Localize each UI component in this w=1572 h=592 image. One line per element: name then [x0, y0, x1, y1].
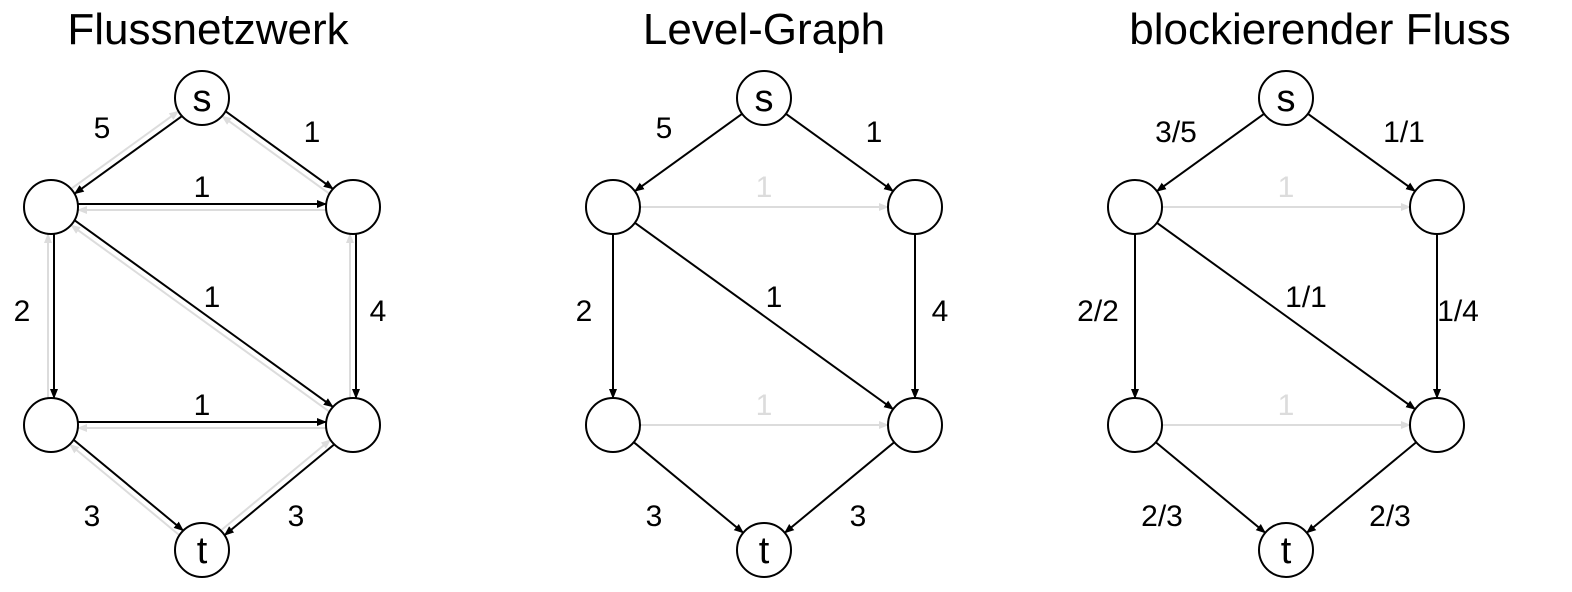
edge-label-a-d: 1/1 [1285, 281, 1327, 314]
edge-label-d-t: 3 [288, 500, 305, 533]
edge-a-d [1156, 221, 1416, 411]
node-label-t: t [759, 530, 770, 572]
edge-label-d-t: 2/3 [1369, 500, 1411, 533]
node-s [736, 70, 792, 126]
residual-edge-a-s [70, 110, 180, 190]
edge-label-a-c: 2 [14, 295, 31, 328]
edge-label-c-d: 1 [1278, 389, 1295, 422]
panel-blockierender-fluss: blockierender Fluss 3/5 1/1 1 2/2 1/1 1/4 1 2/3… [1077, 5, 1511, 578]
edge-c-t [1155, 441, 1266, 534]
node-a [585, 179, 641, 235]
node-label-s: s [755, 78, 774, 120]
node-d [887, 397, 943, 453]
node-label-s: s [193, 78, 212, 120]
panel-title: Level-Graph [643, 5, 885, 54]
edge-label-c-d: 1 [194, 389, 211, 422]
edge-s-b [1307, 112, 1416, 193]
node-t [736, 522, 792, 578]
edge-label-s-a: 5 [94, 112, 111, 145]
edge-label-a-b: 1 [1278, 171, 1295, 204]
node-s [1258, 70, 1314, 126]
edge-c-t [73, 439, 184, 532]
node-c [585, 397, 641, 453]
edge-a-d [74, 219, 334, 408]
panel-title: blockierender Fluss [1129, 5, 1511, 54]
node-d [1409, 397, 1465, 453]
residual-edge-t-d [220, 439, 332, 532]
panel-flussnetzwerk: Flussnetzwerk 5 1 1 2 1 4 1 3 3 s t [14, 5, 387, 578]
edge-label-c-t: 2/3 [1141, 500, 1183, 533]
node-t [174, 522, 230, 578]
edge-d-t [1306, 441, 1417, 534]
node-a [1107, 179, 1163, 235]
edge-label-b-d: 4 [932, 295, 949, 328]
node-b [1409, 179, 1465, 235]
node-b [887, 179, 943, 235]
edge-label-c-d: 1 [756, 389, 773, 422]
node-label-t: t [197, 530, 208, 572]
node-label-t: t [1281, 530, 1292, 572]
node-s [174, 70, 230, 126]
edge-label-c-t: 3 [84, 500, 101, 533]
node-t [1258, 522, 1314, 578]
edge-label-c-t: 3 [646, 500, 663, 533]
edge-label-s-a: 5 [656, 112, 673, 145]
edge-s-a [1156, 112, 1265, 193]
edge-label-s-a: 3/5 [1155, 116, 1197, 149]
edge-d-t [784, 441, 895, 534]
edge-label-d-t: 3 [850, 500, 867, 533]
node-a [23, 179, 79, 235]
edge-s-b [225, 110, 334, 190]
edge-label-a-c: 2 [576, 295, 593, 328]
edge-d-t [223, 443, 335, 536]
edge-s-a [73, 115, 183, 195]
node-d [325, 397, 381, 453]
edge-label-a-b: 1 [756, 171, 773, 204]
node-c [1107, 397, 1163, 453]
edge-s-a [634, 112, 743, 193]
residual-edge-b-s [221, 115, 330, 195]
panel-title: Flussnetzwerk [67, 5, 349, 54]
residual-edge-t-c [69, 443, 180, 536]
node-label-s: s [1277, 78, 1296, 120]
edge-label-b-d: 4 [370, 295, 387, 328]
edge-label-b-d: 1/4 [1437, 295, 1479, 328]
edge-a-d [634, 221, 894, 411]
edge-label-a-b: 1 [194, 171, 211, 204]
edge-label-a-c: 2/2 [1077, 295, 1119, 328]
edge-label-a-d: 1 [766, 281, 783, 314]
edge-label-s-b: 1/1 [1383, 116, 1425, 149]
node-c [23, 397, 79, 453]
edge-s-b [785, 112, 894, 193]
residual-edge-d-a [70, 224, 330, 413]
edge-label-a-d: 1 [204, 281, 221, 314]
edge-label-s-b: 1 [304, 116, 321, 149]
edge-label-s-b: 1 [866, 116, 883, 149]
edge-c-t [633, 441, 744, 534]
node-b [325, 179, 381, 235]
panel-level-graph: Level-Graph 5 1 1 2 1 4 1 3 3 s t [576, 5, 949, 578]
